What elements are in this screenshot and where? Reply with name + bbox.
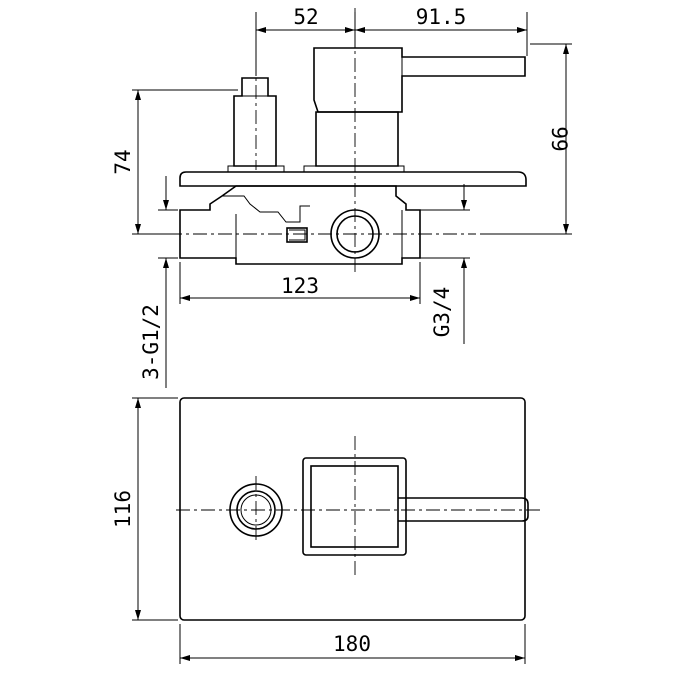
side-diverter-knob xyxy=(233,77,277,167)
dim-180: 180 xyxy=(333,632,371,656)
dim-52: 52 xyxy=(293,5,318,29)
side-small-port xyxy=(286,227,308,243)
side-valve-body xyxy=(179,185,421,265)
dim-g3-4: G3/4 xyxy=(430,287,454,338)
front-view: 116 180 xyxy=(111,397,540,664)
front-handle-square xyxy=(302,457,407,556)
dim-74: 74 xyxy=(111,149,135,174)
dim-91-5: 91.5 xyxy=(416,5,467,29)
side-plate xyxy=(179,171,527,187)
side-handle xyxy=(313,47,526,113)
dim-99: 99 xyxy=(547,126,571,151)
side-handle-neck xyxy=(315,111,399,167)
front-plate xyxy=(179,397,526,621)
dim-123: 123 xyxy=(281,274,319,298)
side-view: 52 91.5 99 74 123 G3/4 3-G1/2 xyxy=(111,5,572,388)
dim-116: 116 xyxy=(111,490,135,528)
dim-3-g1-2: 3-G1/2 xyxy=(139,304,163,380)
front-handle-lever xyxy=(398,497,529,522)
